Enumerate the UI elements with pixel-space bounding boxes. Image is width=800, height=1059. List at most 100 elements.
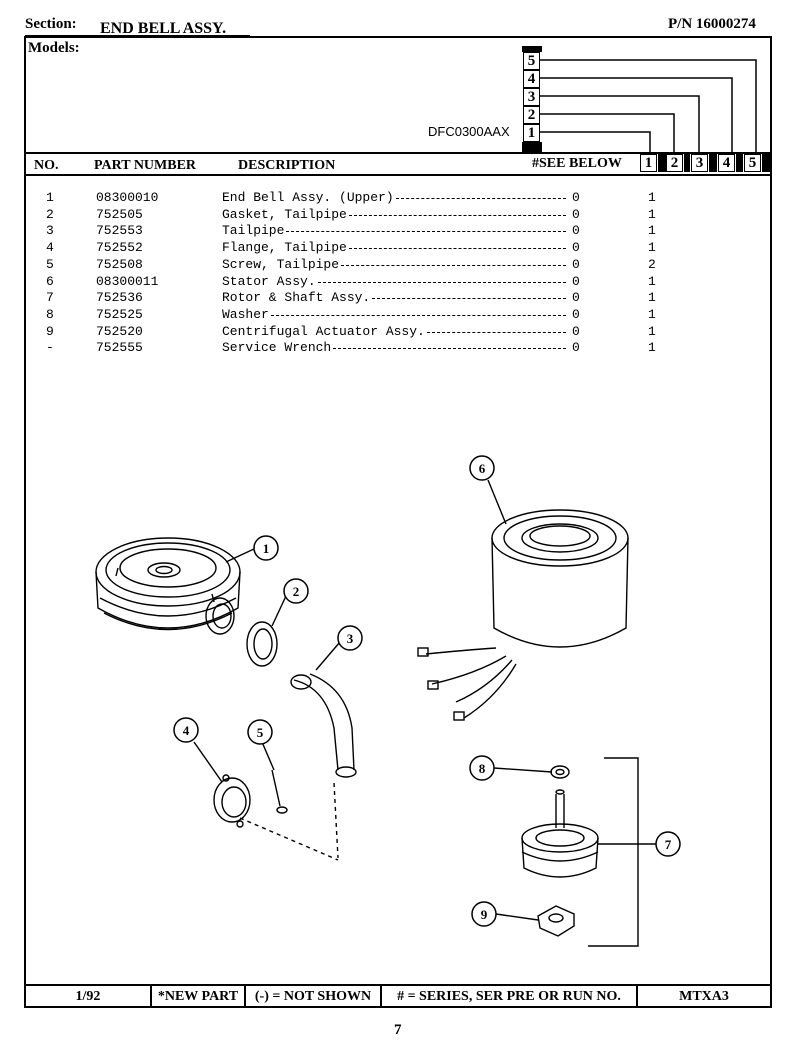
part-description: Gasket, Tailpipe <box>222 206 347 222</box>
part-no: - <box>46 340 54 356</box>
part-no: 6 <box>46 273 54 289</box>
col-header-see-below: #SEE BELOW <box>532 156 622 171</box>
part-description: Flange, Tailpipe <box>222 240 347 256</box>
part-number: 752520 <box>96 323 143 339</box>
footer-bar: 1/92 *NEW PART (-) = NOT SHOWN # = SERIE… <box>26 984 770 1008</box>
part-see-below: 0 <box>572 256 580 272</box>
callout-label: 9 <box>481 907 488 922</box>
end-bell-drawing <box>95 537 241 635</box>
section-name: END BELL ASSY. <box>100 20 227 37</box>
series-col-black-fill <box>684 154 690 172</box>
part-description: Service Wrench <box>222 340 332 356</box>
part-number: 752552 <box>96 240 143 256</box>
flange-drawing <box>213 774 251 828</box>
dash-leader <box>372 298 566 300</box>
section-label: Section: <box>25 16 77 32</box>
series-col-black-fill <box>762 154 770 172</box>
part-number: 08300011 <box>96 273 159 289</box>
model-name: DFC0300AAX <box>428 124 510 139</box>
callout-5: 5 <box>247 719 273 745</box>
washer-drawing <box>550 765 570 779</box>
part-number: 752555 <box>96 340 143 356</box>
part-description: End Bell Assy. (Upper) <box>222 190 394 205</box>
series-col-black-fill <box>658 154 666 172</box>
part-no: 2 <box>46 206 54 222</box>
dash-leader <box>318 281 566 283</box>
callout-9: 9 <box>471 901 497 927</box>
part-no: 9 <box>46 323 54 339</box>
part-description: Tailpipe <box>222 223 285 239</box>
part-see-below: 0 <box>572 273 580 289</box>
part-qty-series-1: 1 <box>648 290 656 306</box>
actuator-drawing <box>537 905 575 937</box>
series-box-3: 3 <box>523 88 540 106</box>
col-header-description: DESCRIPTION <box>238 158 336 173</box>
exploded-view-diagram: 1 2 3 4 5 6 7 8 9 <box>95 455 681 947</box>
series-col-black-fill <box>736 154 743 172</box>
header-row-bottom-rule <box>26 174 770 176</box>
stator-drawing <box>417 509 629 721</box>
callout-label: 3 <box>347 631 354 646</box>
header-row-top-rule <box>26 152 770 154</box>
part-qty-series-1: 1 <box>648 240 656 256</box>
part-see-below: 0 <box>572 190 580 205</box>
section-underline <box>25 35 250 36</box>
part-no: 3 <box>46 223 54 239</box>
series-stack-top-bar <box>522 46 542 52</box>
dash-leader <box>349 214 566 216</box>
part-no: 1 <box>46 190 54 205</box>
dash-leader <box>286 231 566 233</box>
col-series-4: 4 <box>718 154 735 172</box>
part-see-below: 0 <box>572 290 580 306</box>
rotor-drawing <box>521 789 599 878</box>
part-number-header: P/N 16000274 <box>668 16 756 32</box>
callout-label: 7 <box>665 837 672 852</box>
models-label: Models: <box>28 40 80 56</box>
callout-label: 4 <box>183 723 190 738</box>
callout-label: 5 <box>257 725 264 740</box>
footer-new-part: *NEW PART <box>152 986 246 1008</box>
gasket-drawing <box>246 621 278 667</box>
part-see-below: 0 <box>572 223 580 239</box>
part-see-below: 0 <box>572 240 580 256</box>
dash-leader <box>349 248 566 250</box>
footer-code: MTXA3 <box>679 989 729 1004</box>
part-description: Washer <box>222 306 269 322</box>
callout-3: 3 <box>337 625 363 651</box>
series-stack: 5 4 3 2 1 <box>522 46 542 152</box>
part-see-below: 0 <box>572 306 580 322</box>
series-stack-bottom-bar <box>522 142 542 152</box>
part-no: 5 <box>46 256 54 272</box>
dash-leader <box>333 348 566 350</box>
part-no: 4 <box>46 240 54 256</box>
part-see-below: 0 <box>572 340 580 356</box>
part-description: Stator Assy. <box>222 273 316 289</box>
footer-not-shown: (-) = NOT SHOWN <box>246 986 382 1008</box>
callout-label: 6 <box>479 461 486 476</box>
col-header-part-number: PART NUMBER <box>94 158 197 173</box>
col-series-1: 1 <box>640 154 657 172</box>
parts-sheet: Models: DFC0300AAX 5 4 3 2 1 NO. PART NU… <box>24 36 772 1008</box>
callout-label: 1 <box>263 541 270 556</box>
callout-6: 6 <box>469 455 495 481</box>
callout-7: 7 <box>655 831 681 857</box>
part-qty-series-1: 1 <box>648 340 656 356</box>
series-box-2: 2 <box>523 106 540 124</box>
part-description: Screw, Tailpipe <box>222 256 340 272</box>
dash-leader <box>271 314 566 316</box>
callout-4: 4 <box>173 717 199 743</box>
part-no: 7 <box>46 290 54 306</box>
col-series-2: 2 <box>666 154 683 172</box>
part-qty-series-1: 1 <box>648 223 656 239</box>
series-box-4: 4 <box>523 70 540 88</box>
col-header-no: NO. <box>34 158 59 173</box>
